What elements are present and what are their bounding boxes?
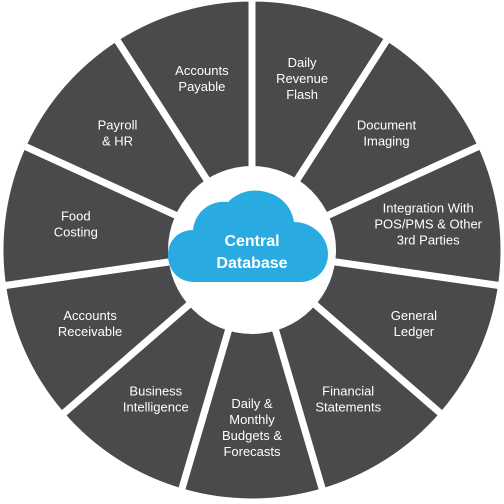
segment-label-line: Daily & bbox=[231, 396, 273, 411]
segment-label-line: Receivable bbox=[58, 324, 122, 339]
segment-label-line: Budgets & bbox=[222, 428, 282, 443]
segment-label-line: Flash bbox=[286, 87, 318, 102]
segment-label-line: Statements bbox=[315, 400, 381, 415]
segment-label-line: General bbox=[391, 308, 437, 323]
segment-label-line: Financial bbox=[322, 384, 374, 399]
segment-label-line: Accounts bbox=[175, 63, 229, 78]
segment-label-line: Forecasts bbox=[223, 444, 281, 459]
segment-label-line: Food bbox=[61, 209, 91, 224]
segment-label-line: Integration With bbox=[383, 201, 474, 216]
segment-label-line: Monthly bbox=[229, 412, 275, 427]
segment-label-line: Imaging bbox=[363, 133, 409, 148]
segment-label-line: Payroll bbox=[98, 117, 138, 132]
segment-label-line: Business bbox=[129, 384, 182, 399]
segment-label-line: 3rd Parties bbox=[397, 233, 460, 248]
segment-label-line: POS/PMS & Other bbox=[374, 217, 482, 232]
segment-label-line: & HR bbox=[102, 133, 133, 148]
segment-label-line: Daily bbox=[288, 55, 317, 70]
segment-label-line: Ledger bbox=[394, 324, 435, 339]
segment-label-line: Document bbox=[357, 117, 417, 132]
segment-label-line: Intelligence bbox=[123, 400, 189, 415]
segment-label-line: Revenue bbox=[276, 71, 328, 86]
segment-label-line: Accounts bbox=[63, 308, 117, 323]
hub-label-line-1: Central bbox=[224, 233, 279, 250]
segment-label-line: Costing bbox=[54, 225, 98, 240]
cloud-icon: Central Database bbox=[168, 190, 328, 282]
segment-label-line: Payable bbox=[178, 79, 225, 94]
hub-label-line-2: Database bbox=[216, 255, 287, 272]
